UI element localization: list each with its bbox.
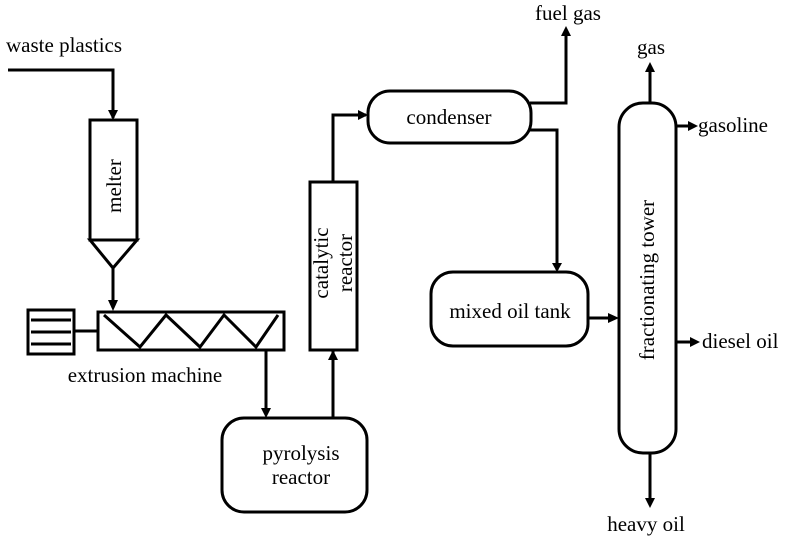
arrow-into-extruder xyxy=(108,300,118,311)
catalytic-reactor-box xyxy=(308,180,359,352)
fuel-gas-label: fuel gas xyxy=(535,1,601,25)
pyrolysis-reactor-box xyxy=(220,416,369,514)
waste-plastics-label: waste plastics xyxy=(6,33,122,57)
arrow-into-tower xyxy=(608,313,619,323)
mixed-oil-tank-box xyxy=(429,270,590,348)
pipe-condenser-to-fuelgas xyxy=(530,34,568,105)
fractionating-tower-box xyxy=(617,101,678,455)
mixed-oil-tank-label: mixed oil tank xyxy=(449,299,571,323)
pipe-condenser-to-tank xyxy=(530,128,559,270)
gasoline-label: gasoline xyxy=(698,113,768,137)
pyrolysis-reactor-label-line1: pyrolysis xyxy=(262,441,339,465)
arrow-gasoline-out xyxy=(688,121,698,131)
condenser-label: condenser xyxy=(406,105,491,129)
pipe-feed-to-melter xyxy=(8,68,115,118)
arrow-diesel-out xyxy=(690,337,700,347)
arrow-into-pyrolysis xyxy=(261,408,271,418)
catalytic-reactor-label-line1: catalytic xyxy=(309,227,333,298)
arrow-into-catalytic xyxy=(328,350,338,360)
extruder-motor xyxy=(26,308,76,356)
diesel-oil-label: diesel oil xyxy=(702,329,779,353)
arrow-into-tank xyxy=(552,263,562,272)
melter-box xyxy=(88,118,139,242)
arrow-into-condenser xyxy=(358,110,368,120)
pyrolysis-reactor-label-line2: reactor xyxy=(272,465,330,489)
arrow-into-melter xyxy=(108,110,118,120)
extrusion-machine-label: extrusion machine xyxy=(68,363,223,387)
arrow-fuel-gas-out xyxy=(561,26,571,36)
gas-label: gas xyxy=(637,35,665,59)
arrow-heavy-oil-out xyxy=(645,498,655,508)
fractionating-tower-label: fractionating tower xyxy=(635,200,659,360)
arrow-gas-out xyxy=(645,62,655,72)
condenser-box xyxy=(366,89,533,145)
heavy-oil-label: heavy oil xyxy=(607,512,685,536)
melter-label: melter xyxy=(102,159,126,213)
catalytic-reactor-label-line2: reactor xyxy=(333,234,357,292)
melter-cone xyxy=(86,238,141,271)
pipe-catalytic-to-condenser xyxy=(331,113,366,182)
extruder-screw xyxy=(103,312,280,350)
